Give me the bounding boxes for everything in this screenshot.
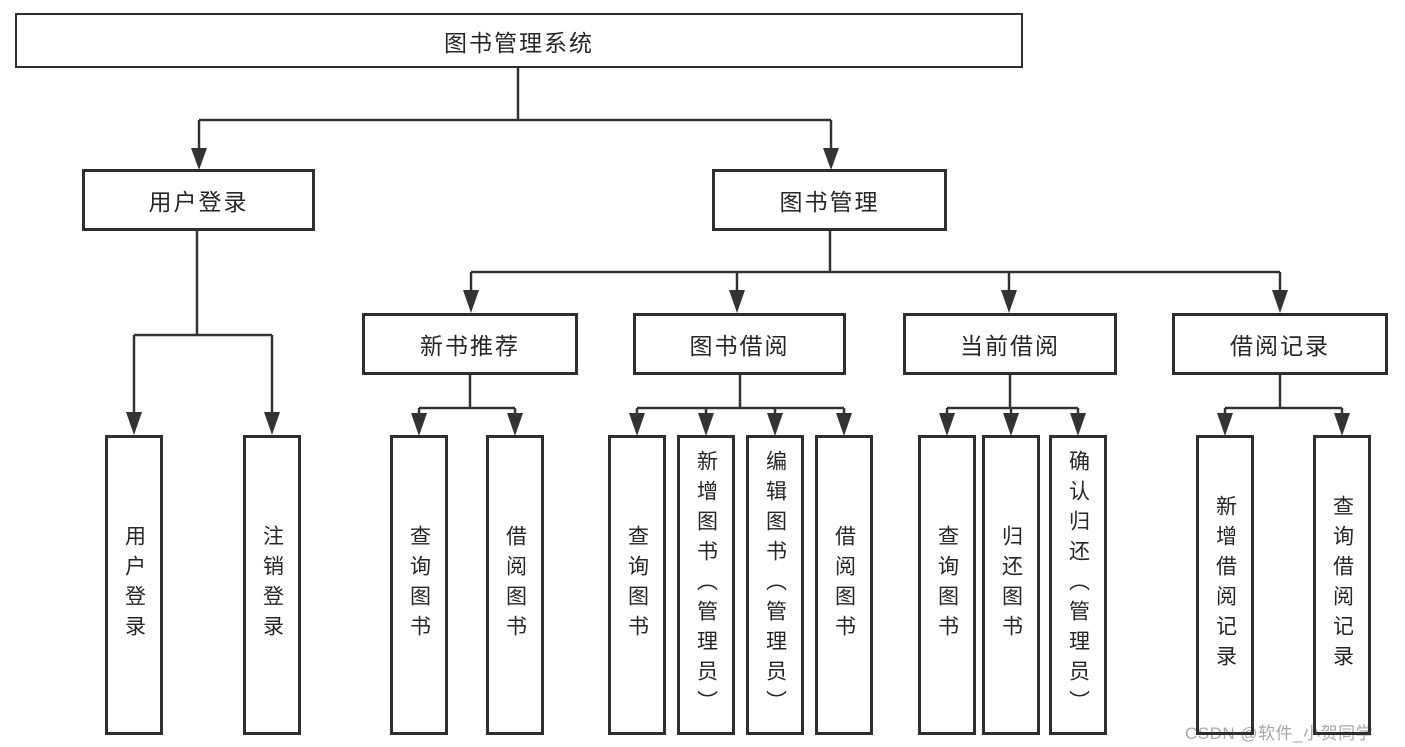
leaf-borrow-books-2: 借阅图书 [815,435,873,735]
connector-borrow-split [635,375,846,414]
csdn-watermark: CSDN @软件_小贺同学 [1185,724,1374,743]
arrowhead-icon [1070,413,1086,436]
node-user-login-label: 用户登录 [148,189,249,215]
leaf-confirm-return-admin-label: 确认归还（管理员） [1066,450,1090,720]
arrowhead-icon [1217,413,1233,436]
arrowhead-icon [1003,413,1019,436]
leaf-edit-book-admin: 编辑图书（管理员） [746,435,804,735]
arrowhead-icon [264,412,280,435]
arrowhead-icon [463,290,479,313]
arrowhead-icon [939,413,955,436]
node-root-label: 图书管理系统 [444,29,594,56]
leaf-query-books-recommend-label: 查询图书 [407,525,431,645]
leaf-borrow-books-2-label: 借阅图书 [832,525,856,645]
leaf-query-books-current: 查询图书 [918,435,976,735]
arrowhead-icon [411,413,427,436]
node-current-borrow-label: 当前借阅 [960,333,1060,359]
arrowhead-icon [767,413,783,436]
leaf-query-borrow-record: 查询借阅记录 [1313,435,1371,735]
connector-recommend-split [417,375,517,414]
node-borrow-records: 借阅记录 [1172,313,1388,375]
node-new-book-recommend: 新书推荐 [362,313,578,375]
arrowhead-icon [1334,413,1350,436]
node-book-management: 图书管理 [712,169,947,231]
arrowhead-icon [629,413,645,436]
arrowhead-icon [729,290,745,313]
node-book-borrow-label: 图书借阅 [689,333,790,359]
arrowhead-icon [507,413,523,436]
arrowhead-icon [191,148,207,170]
connector-manage-split [469,231,1282,291]
node-borrow-records-label: 借阅记录 [1230,333,1330,359]
leaf-logout: 注销登录 [243,435,301,735]
arrowhead-icon [1001,290,1017,313]
leaf-edit-book-admin-label: 编辑图书（管理员） [763,450,787,720]
leaf-user-login-label: 用户登录 [122,525,146,645]
leaf-return-book: 归还图书 [982,435,1040,735]
connector-current-split [945,375,1080,414]
leaf-query-books-recommend: 查询图书 [390,435,448,735]
node-book-borrow: 图书借阅 [633,313,846,375]
arrowhead-icon [836,413,852,436]
leaf-add-borrow-record: 新增借阅记录 [1196,435,1254,735]
leaf-borrow-books-recommend: 借阅图书 [486,435,544,735]
node-root: 图书管理系统 [15,13,1023,68]
leaf-confirm-return-admin: 确认归还（管理员） [1049,435,1107,735]
arrowhead-icon [126,412,142,435]
leaf-query-books-borrow-label: 查询图书 [625,525,649,645]
leaf-query-books-current-label: 查询图书 [935,525,959,645]
node-new-book-recommend-label: 新书推荐 [420,333,520,359]
arrowhead-icon [1272,290,1288,313]
leaf-borrow-books-recommend-label: 借阅图书 [503,525,527,645]
leaf-logout-label: 注销登录 [260,525,284,645]
node-user-login: 用户登录 [82,169,315,231]
leaf-user-login: 用户登录 [105,435,163,735]
connector-root-split [197,68,833,150]
leaf-return-book-label: 归还图书 [999,525,1023,645]
leaf-add-book-admin-label: 新增图书（管理员） [694,450,718,720]
node-current-borrow: 当前借阅 [903,313,1117,375]
node-book-management-label: 图书管理 [779,189,880,215]
arrowhead-icon [698,413,714,436]
leaf-query-books-borrow: 查询图书 [608,435,666,735]
arrowhead-icon [823,148,839,170]
leaf-add-book-admin: 新增图书（管理员） [677,435,735,735]
leaf-add-borrow-record-label: 新增借阅记录 [1213,495,1237,675]
connector-login-split [132,231,274,413]
leaf-query-borrow-record-label: 查询借阅记录 [1330,495,1354,675]
connector-records-split [1223,375,1344,414]
